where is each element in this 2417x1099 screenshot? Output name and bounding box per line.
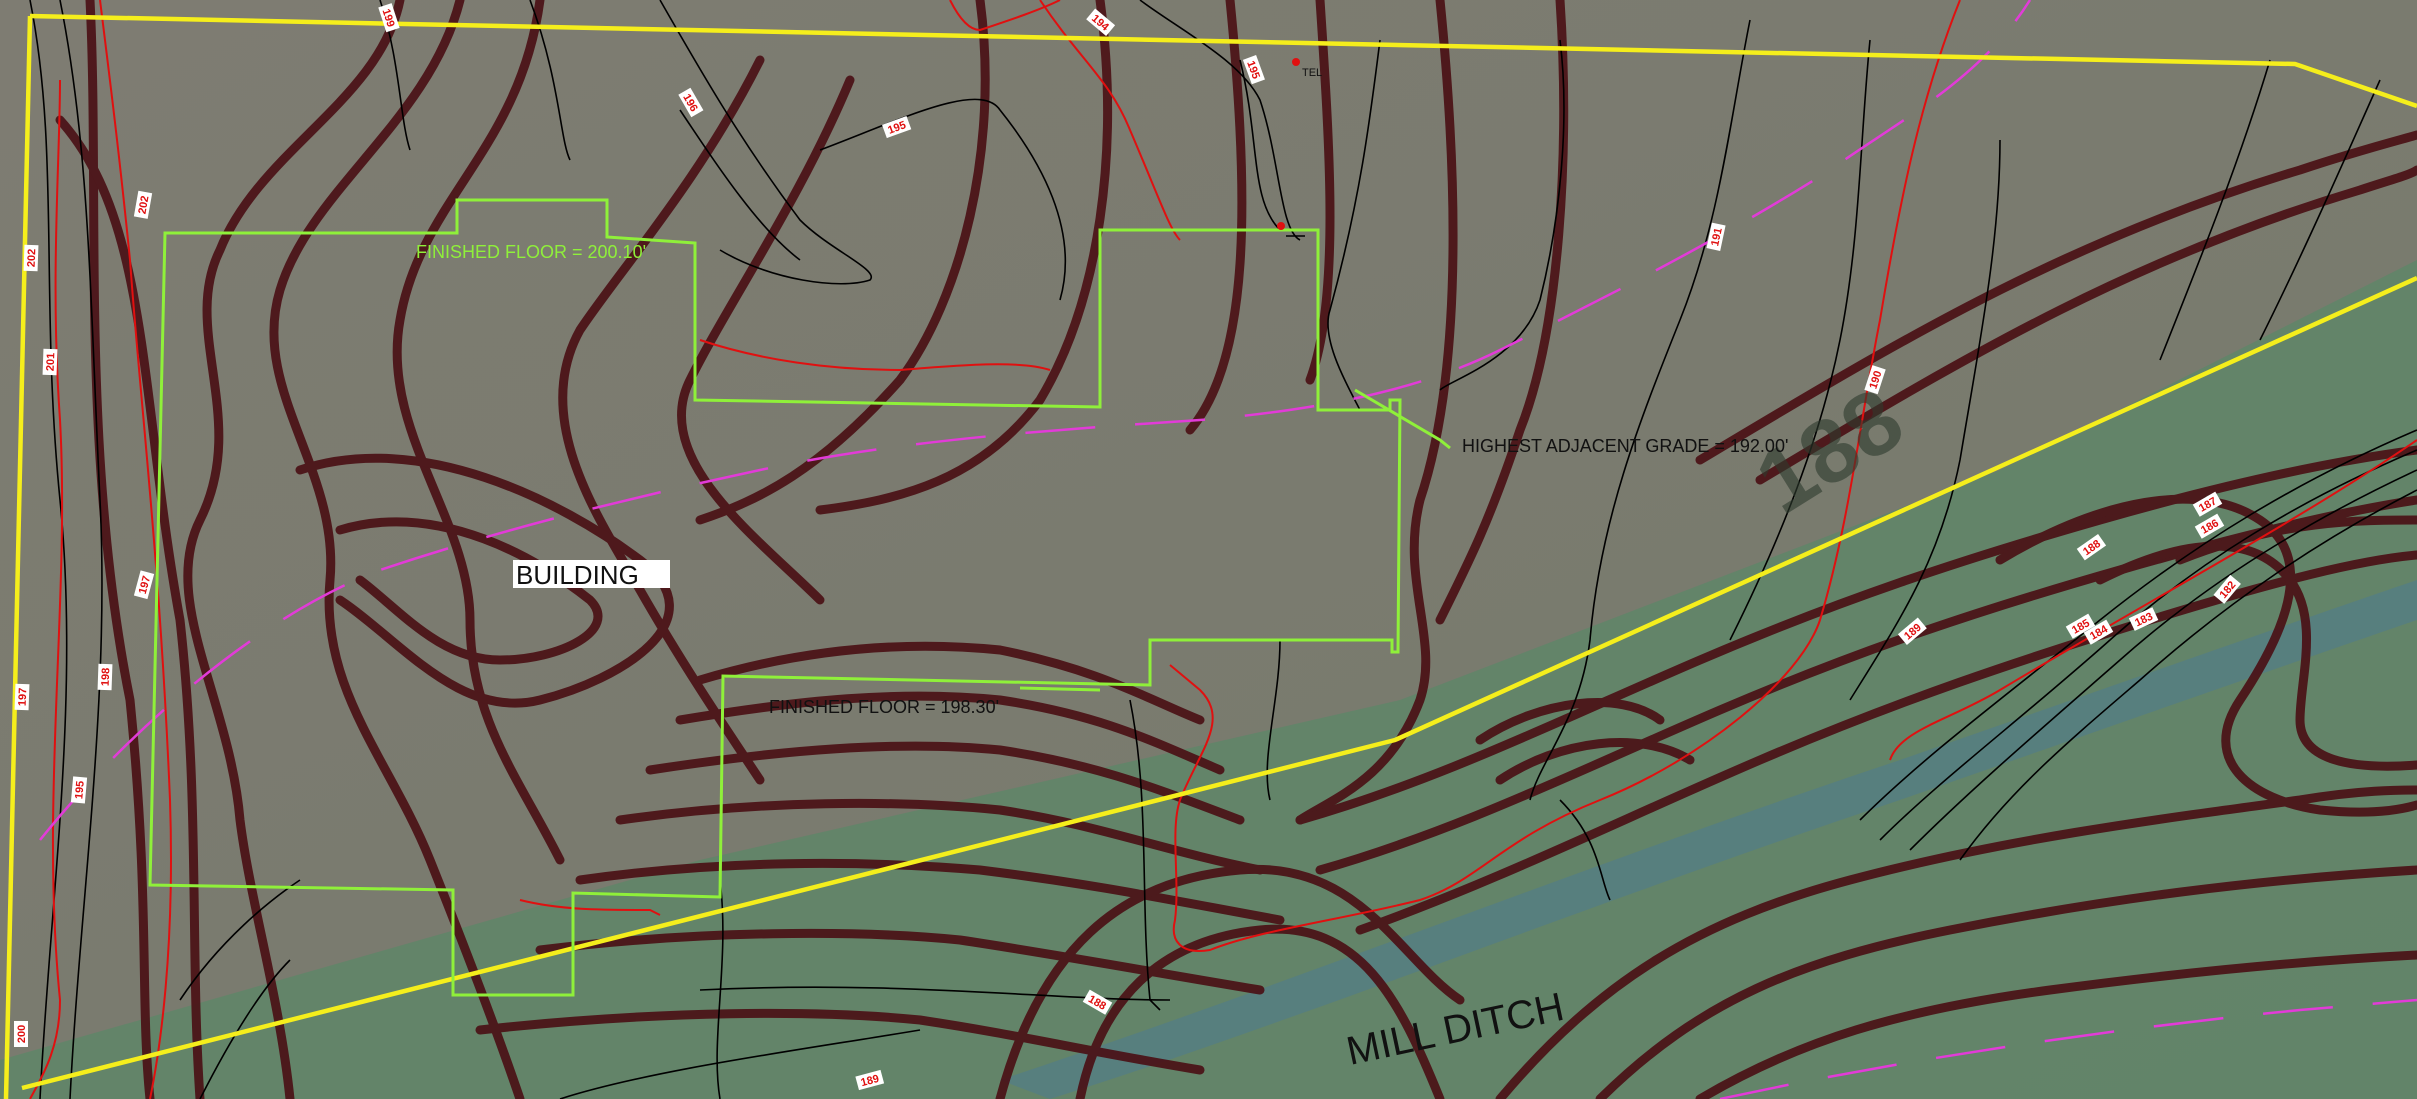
finished-floor-upper-label: FINISHED FLOOR = 200.10': [416, 242, 646, 262]
contour-label-box: [2128, 607, 2159, 631]
contour-label: 202: [136, 195, 151, 215]
contour-label-box: [378, 3, 400, 33]
contour-label-box: [1706, 222, 1726, 251]
contour-label: 190: [1867, 369, 1884, 390]
contour-label-box: [2213, 574, 2241, 604]
building-label: BUILDING: [516, 560, 639, 590]
contour-label-box: [1086, 8, 1116, 36]
building-features: [1277, 58, 1305, 237]
contour-label: 201: [45, 353, 58, 372]
contour-label: 198: [100, 668, 113, 687]
contour-labels: 199 196 195 194 195 202 202 201 197 198 …: [14, 3, 2241, 1091]
contour-label-box: [1897, 617, 1927, 645]
contour-label-box: [133, 190, 153, 219]
contour-label-box: [2083, 619, 2114, 645]
contour-label: 200: [16, 1025, 28, 1043]
contour-label-box: [882, 116, 912, 139]
contour-label-box: [855, 1069, 885, 1091]
contour-label: 189: [860, 1073, 881, 1089]
contour-label: 199: [379, 7, 396, 28]
dashed-line: [39, 0, 2417, 1099]
contour-label-box: [2192, 491, 2223, 517]
contour-label: 191: [1709, 227, 1725, 247]
contour-label-box: [678, 87, 704, 118]
contour-label-box: [2194, 513, 2225, 539]
tel-label: TEL: [1302, 67, 1322, 79]
highest-adjacent-grade-label: HIGHEST ADJACENT GRADE = 192.00': [1462, 436, 1788, 456]
contour-label-box: [97, 663, 113, 691]
contour-label-box: [1864, 365, 1886, 395]
contour-label-box: [14, 1021, 28, 1047]
contour-label: 197: [137, 575, 153, 596]
contour-label-box: [42, 348, 58, 376]
contour-label: 202: [26, 249, 39, 268]
building-label-box: [513, 560, 670, 588]
contour-label: 195: [886, 119, 907, 137]
red-contours: [29, 0, 2417, 1099]
contour-label-box: [23, 244, 39, 272]
contour-label: 195: [73, 780, 87, 799]
contour-label-box: [1082, 989, 1113, 1015]
building-outline: [148, 198, 1451, 997]
contour-label: 197: [17, 688, 30, 707]
property-boundary: [3, 13, 2417, 1099]
finished-floor-lower-label: FINISHED FLOOR = 198.30': [769, 697, 999, 717]
contour-label-box: [70, 776, 88, 804]
contour-label-box: [1242, 55, 1265, 85]
contour-label: 195: [1244, 59, 1262, 80]
contour-label-box: [2065, 613, 2096, 639]
contour-label-box: [2076, 533, 2107, 561]
contour-label-box: [133, 570, 155, 600]
contour-label-box: [14, 683, 30, 711]
